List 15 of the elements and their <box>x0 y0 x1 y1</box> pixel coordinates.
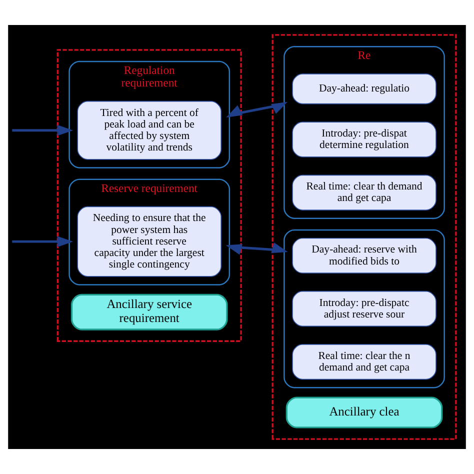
node-box: Ancillary clea <box>286 396 443 428</box>
arrow <box>12 124 74 136</box>
cluster <box>284 229 445 388</box>
node-box: Introday: pre-dispat determine regulation <box>292 122 436 158</box>
node-box: Needing to ensure that the power system has sufficient reserve capacity under the largest single contingency <box>77 206 222 277</box>
node-box: Day-ahead: reserve with modified bids to <box>292 238 436 274</box>
node-box: Real time: clear the n demand and get capa <box>292 344 436 380</box>
node-box: Ancillary service requirement <box>70 294 228 330</box>
node-box: Real time: clear th demand and get capa <box>292 174 436 210</box>
arrow <box>12 236 74 248</box>
node-box: Introday: pre-dispatc adjust reserve sour <box>292 290 436 327</box>
arrow <box>226 242 288 255</box>
node-box: Tired with a percent of peak load and can be affected by system volatility and trends <box>77 100 222 160</box>
arrow <box>226 102 288 118</box>
node-box: Day-ahead: regulatio <box>292 74 436 104</box>
